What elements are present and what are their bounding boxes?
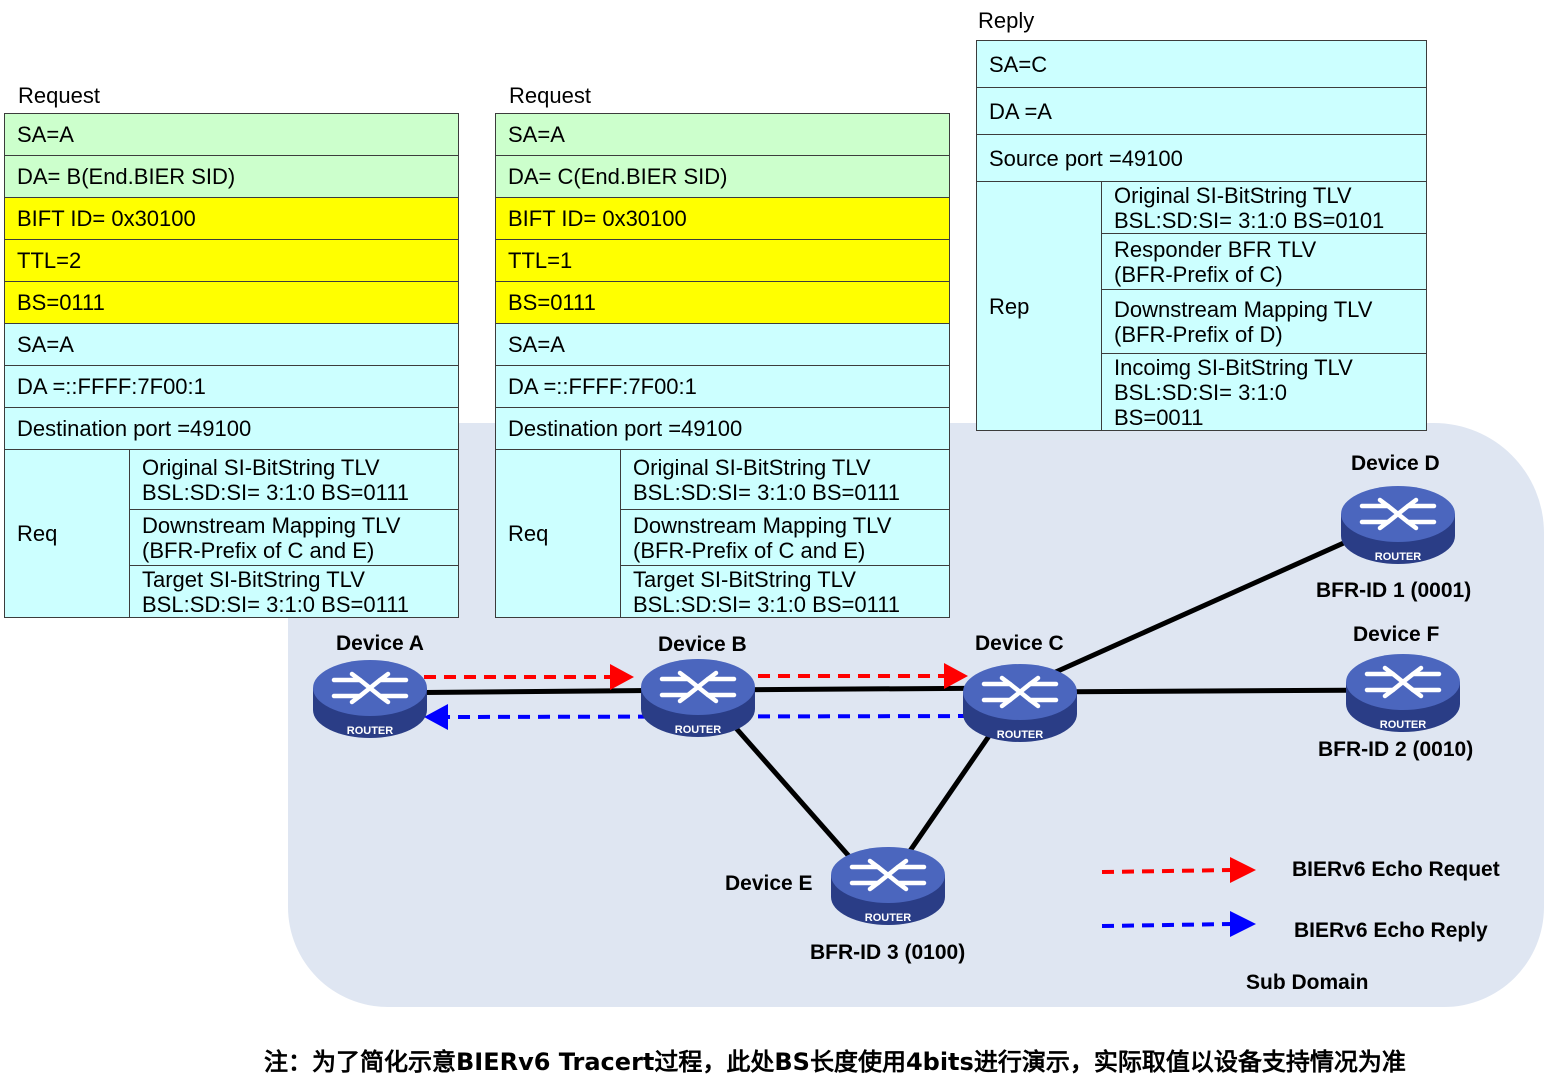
request-c-row-bift: BIFT ID= 0x30100 — [495, 197, 950, 240]
request-b-row-da: DA= B(End.BIER SID) — [4, 155, 459, 198]
router-icon: ROUTER — [313, 660, 427, 738]
request-c-row-da: DA= C(End.BIER SID) — [495, 155, 950, 198]
router-icon: ROUTER — [641, 659, 755, 737]
router-f-label: ROUTER — [1380, 719, 1427, 731]
reply-group-label: Rep — [976, 181, 1102, 431]
request-c-packet: SA=A DA= C(End.BIER SID) BIFT ID= 0x3010… — [495, 113, 950, 618]
request-arrowhead-b-c — [944, 663, 968, 689]
legend-reply-label: BIERv6 Echo Reply — [1294, 919, 1488, 942]
legend-request-arrowhead — [1230, 857, 1256, 883]
request-c-row-bs: BS=0111 — [495, 281, 950, 324]
reply-packet: SA=C DA =A Source port =49100 Rep Origin… — [976, 40, 1427, 431]
router-icon: ROUTER — [963, 664, 1077, 742]
router-a: ROUTER — [312, 658, 428, 740]
router-b-label: ROUTER — [675, 724, 722, 736]
router-c: ROUTER — [962, 662, 1078, 744]
request-b-row-bs: BS=0111 — [4, 281, 459, 324]
request-c-row-inner-da: DA =::FFFF:7F00:1 — [495, 365, 950, 408]
router-a-label: ROUTER — [347, 725, 394, 737]
router-icon: ROUTER — [831, 847, 945, 925]
router-b: ROUTER — [640, 657, 756, 739]
device-e-label: Device E — [725, 872, 813, 895]
router-f: ROUTER — [1345, 652, 1461, 734]
router-d-label: ROUTER — [1375, 551, 1422, 563]
request-b-row-dport: Destination port =49100 — [4, 407, 459, 450]
device-a-label: Device A — [336, 632, 424, 655]
request-c-caption: Request — [509, 83, 591, 108]
request-c-tlv-downstream: Downstream Mapping TLV(BFR-Prefix of C a… — [620, 509, 950, 566]
request-b-row-inner-da: DA =::FFFF:7F00:1 — [4, 365, 459, 408]
link-b-e — [718, 708, 872, 882]
request-b-group-label: Req — [4, 449, 130, 618]
router-icon: ROUTER — [1346, 654, 1460, 732]
reply-arrowhead-c-a — [424, 704, 448, 730]
request-b-row-inner-sa: SA=A — [4, 323, 459, 366]
request-b-row-sa: SA=A — [4, 113, 459, 156]
sub-domain-label: Sub Domain — [1246, 971, 1369, 994]
request-b-row-bift: BIFT ID= 0x30100 — [4, 197, 459, 240]
request-c-row-ttl: TTL=1 — [495, 239, 950, 282]
request-arrowhead-a-b — [610, 664, 634, 690]
device-b-label: Device B — [658, 633, 747, 656]
request-c-row-inner-sa: SA=A — [495, 323, 950, 366]
reply-row-sa: SA=C — [976, 40, 1427, 88]
footnote: 注：为了简化示意BIERv6 Tracert过程，此处BS长度使用4bits进行… — [264, 1048, 1406, 1076]
request-c-group-label: Req — [495, 449, 621, 618]
device-c-label: Device C — [975, 632, 1064, 655]
reply-tlv-responder: Responder BFR TLV(BFR-Prefix of C) — [1101, 233, 1427, 290]
link-c-d — [1018, 517, 1397, 691]
legend-reply-line — [1101, 922, 1233, 928]
request-c-row-sa: SA=A — [495, 113, 950, 156]
link-c-f — [1019, 687, 1401, 695]
router-icon: ROUTER — [1341, 486, 1455, 564]
reply-row-da: DA =A — [976, 87, 1427, 135]
legend-reply-arrowhead — [1230, 911, 1256, 937]
device-f-label: Device F — [1353, 623, 1440, 646]
device-d-label: Device D — [1351, 452, 1440, 475]
router-d: ROUTER — [1340, 484, 1456, 566]
reply-caption: Reply — [978, 8, 1035, 33]
device-e-bfr-id: BFR-ID 3 (0100) — [810, 941, 966, 964]
request-b-caption: Request — [18, 83, 100, 108]
router-e: ROUTER — [830, 845, 946, 927]
request-b-tlv-downstream: Downstream Mapping TLV(BFR-Prefix of C a… — [129, 509, 459, 566]
router-c-label: ROUTER — [997, 729, 1044, 741]
device-d-bfr-id: BFR-ID 1 (0001) — [1316, 579, 1472, 602]
request-b-packet: SA=A DA= B(End.BIER SID) BIFT ID= 0x3010… — [4, 113, 459, 618]
request-b-row-ttl: TTL=2 — [4, 239, 459, 282]
reply-tlv-downstream: Downstream Mapping TLV(BFR-Prefix of D) — [1101, 289, 1427, 354]
request-c-row-dport: Destination port =49100 — [495, 407, 950, 450]
router-e-label: ROUTER — [865, 912, 912, 924]
device-f-bfr-id: BFR-ID 2 (0010) — [1318, 738, 1474, 761]
reply-row-sport: Source port =49100 — [976, 134, 1427, 182]
legend-request-line — [1101, 868, 1233, 874]
legend-request-label: BIERv6 Echo Requet — [1292, 858, 1500, 881]
